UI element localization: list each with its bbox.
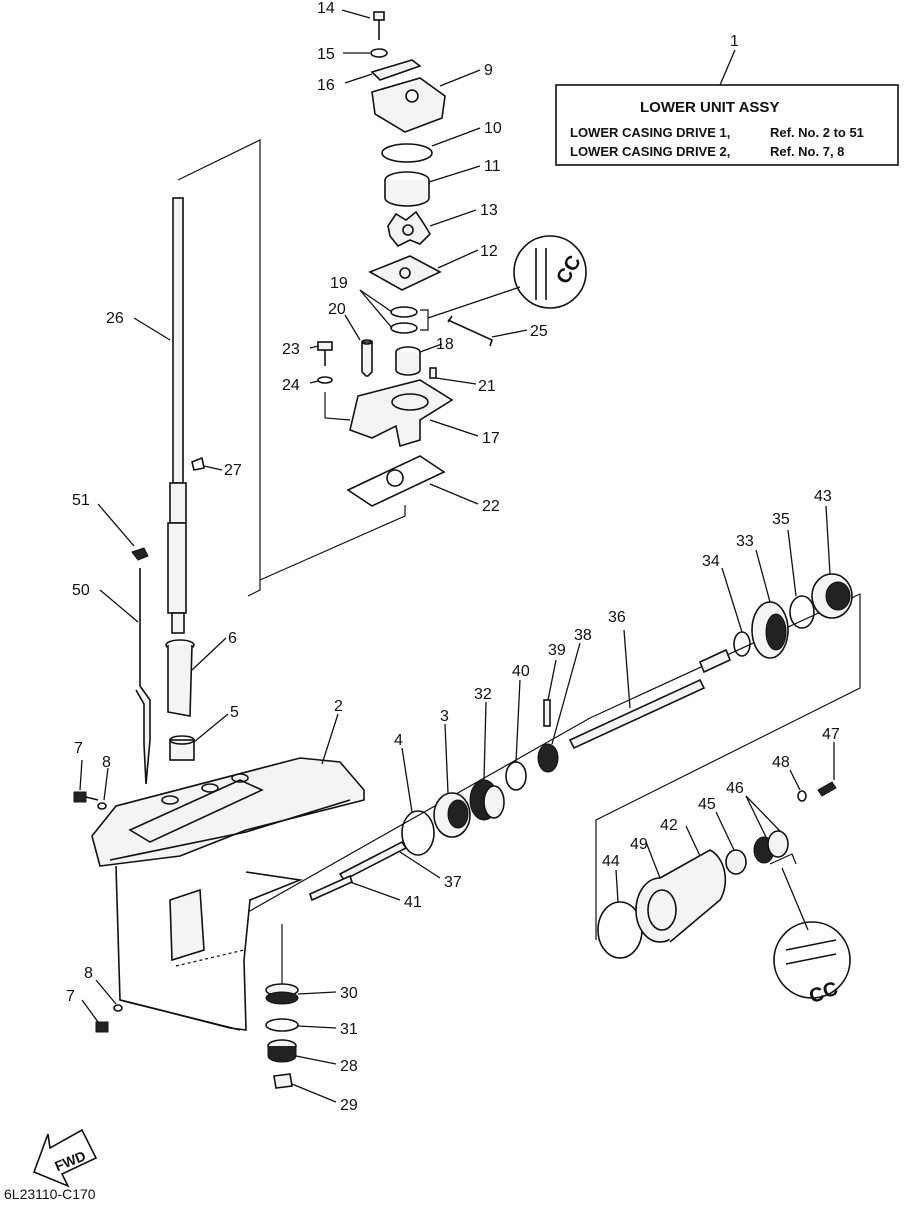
callout-32: 32: [474, 686, 492, 703]
callout-4: 4: [394, 732, 403, 749]
propeller-shaft-assembly: CC: [247, 505, 861, 1009]
shift-rods: [309, 840, 441, 902]
callout-3: 3: [440, 708, 449, 725]
water-pump-assembly: CC: [259, 9, 587, 581]
callout-12: 12: [480, 243, 498, 260]
callout-40: 40: [512, 663, 530, 680]
callout-11: 11: [484, 158, 501, 175]
callout-17: 17: [482, 430, 500, 447]
callout-18: 18: [436, 336, 454, 353]
callout-35: 35: [772, 511, 790, 528]
callout-29: 29: [340, 1097, 358, 1114]
callout-8-bottom: 8: [84, 965, 93, 982]
callout-27: 27: [224, 462, 242, 479]
lower-casing: [73, 713, 365, 1033]
callout-50: 50: [72, 582, 90, 599]
callout-51: 51: [72, 492, 90, 509]
callout-19: 19: [330, 275, 348, 292]
callout-49: 49: [630, 836, 648, 853]
title-box-line2-ref: Ref. No. 7, 8: [770, 144, 844, 159]
fwd-arrow: FWD: [32, 1128, 98, 1188]
callout-6: 6: [228, 630, 237, 647]
cc-label-top: CC: [552, 252, 585, 288]
callout-21: 21: [478, 378, 496, 395]
callout-7-bottom: 7: [66, 988, 75, 1005]
callout-7-top: 7: [74, 740, 83, 757]
callout-16: 16: [317, 77, 335, 94]
callout-23: 23: [282, 341, 300, 358]
callout-33: 33: [736, 533, 754, 550]
callout-39: 39: [548, 642, 566, 659]
callout-8-top: 8: [102, 754, 111, 771]
drive-shaft-assembly: [97, 139, 261, 785]
callout-28: 28: [340, 1058, 358, 1075]
callout-47: 47: [822, 726, 840, 743]
cc-label-bottom: CC: [806, 978, 841, 1009]
callout-1: 1: [730, 33, 739, 50]
title-box-line1-ref: Ref. No. 2 to 51: [770, 125, 864, 140]
callout-25: 25: [530, 323, 548, 340]
callout-44: 44: [602, 853, 620, 870]
callout-41: 41: [404, 894, 422, 911]
callout-38: 38: [574, 627, 592, 644]
callout-13: 13: [480, 202, 498, 219]
title-box: 1 LOWER UNIT ASSY LOWER CASING DRIVE 1, …: [555, 33, 899, 166]
callout-37: 37: [444, 874, 462, 891]
figure-code: 6L23110-C170: [4, 1186, 96, 1202]
callout-numbers: 14 15 16 9 10 11 13 12 19 20 25 23 18 24…: [66, 0, 840, 1114]
callout-42: 42: [660, 817, 678, 834]
callout-46: 46: [726, 780, 744, 797]
callout-14: 14: [317, 0, 335, 17]
callout-45: 45: [698, 796, 716, 813]
title-box-title: LOWER UNIT ASSY: [640, 99, 779, 116]
callout-26: 26: [106, 310, 124, 327]
callout-34: 34: [702, 553, 720, 570]
title-box-line2-label: LOWER CASING DRIVE 2,: [570, 144, 730, 159]
pinion-assembly: [265, 983, 337, 1103]
callout-48: 48: [772, 754, 790, 771]
callout-10: 10: [484, 120, 502, 137]
callout-9: 9: [484, 62, 493, 79]
callout-36: 36: [608, 609, 626, 626]
callout-22: 22: [482, 498, 500, 515]
callout-43: 43: [814, 488, 832, 505]
callout-20: 20: [328, 301, 346, 318]
callout-31: 31: [340, 1021, 358, 1038]
callout-30: 30: [340, 985, 358, 1002]
title-box-line1-label: LOWER CASING DRIVE 1,: [570, 125, 730, 140]
callout-15: 15: [317, 46, 335, 63]
callout-5: 5: [230, 704, 239, 721]
callout-2: 2: [334, 698, 343, 715]
callout-24: 24: [282, 377, 300, 394]
